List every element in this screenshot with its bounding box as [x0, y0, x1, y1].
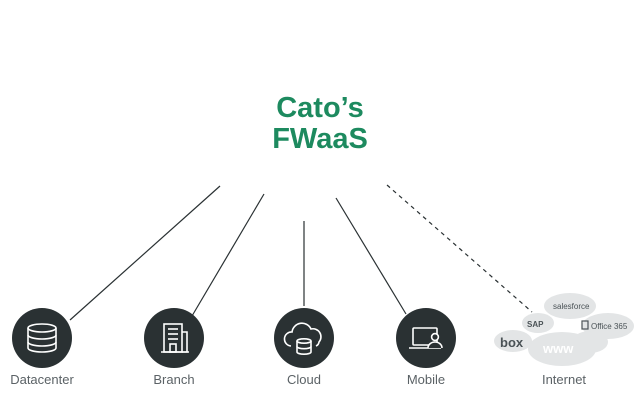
internet-cloud-icon[interactable]: salesforce SAP Office 365 box www	[488, 286, 638, 370]
logo-www: www	[542, 341, 574, 356]
label-mobile: Mobile	[406, 372, 446, 387]
logo-office365: Office 365	[591, 322, 628, 331]
connector-mobile	[335, 197, 407, 315]
cloud-database-icon	[283, 322, 322, 355]
laptop-user-icon	[409, 327, 443, 349]
node-branch[interactable]	[144, 308, 204, 368]
logo-sap: SAP	[527, 320, 544, 329]
logo-box: box	[500, 335, 524, 350]
logo-salesforce: salesforce	[553, 302, 590, 311]
label-branch: Branch	[153, 372, 195, 387]
database-icon	[27, 323, 57, 353]
node-mobile[interactable]	[396, 308, 456, 368]
connector-datacenter	[69, 185, 221, 321]
connector-branch	[191, 193, 265, 317]
office-icon	[581, 320, 589, 330]
title-line-1: Cato’s	[276, 92, 364, 124]
node-datacenter[interactable]	[12, 308, 72, 368]
title-line-2: FWaaS	[272, 123, 368, 155]
label-cloud: Cloud	[287, 372, 321, 387]
label-datacenter: Datacenter	[10, 372, 74, 387]
building-icon	[161, 323, 189, 353]
label-internet: Internet	[541, 372, 587, 387]
node-cloud[interactable]	[274, 308, 334, 368]
connector-internet	[386, 184, 533, 313]
